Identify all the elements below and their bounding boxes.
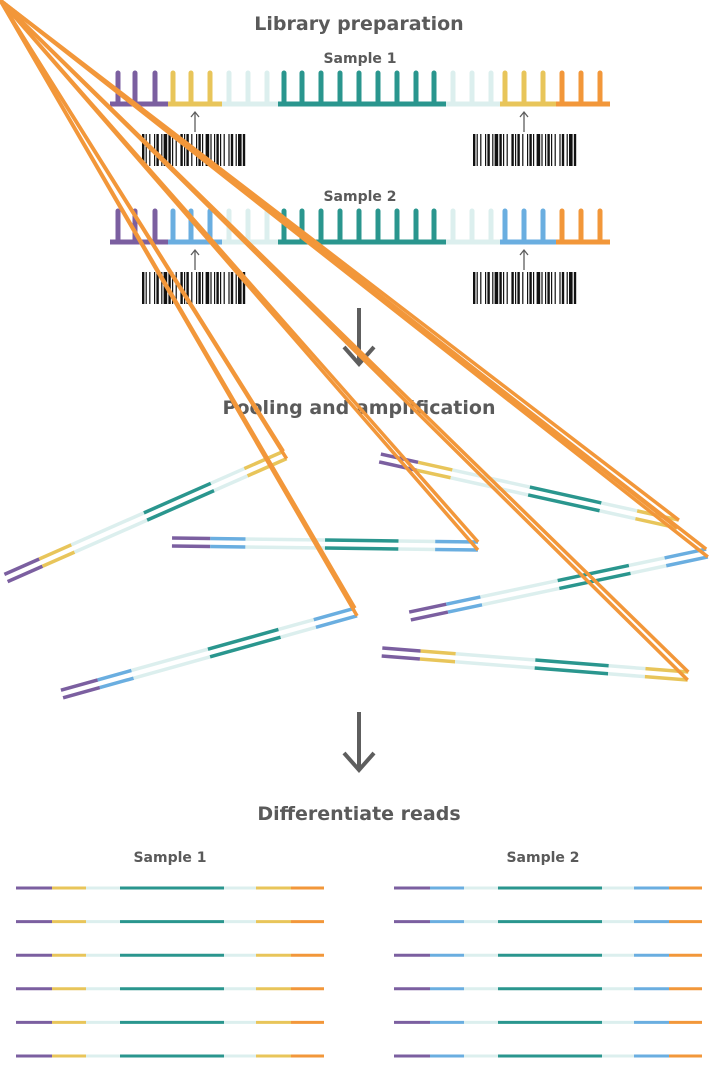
up-arrow-icon — [190, 248, 200, 270]
up-arrow-icon — [190, 110, 200, 132]
adapter-end-segment — [556, 208, 610, 245]
pooled-fragments — [0, 0, 709, 700]
adapter-segment — [110, 70, 168, 107]
index-segment — [168, 70, 222, 107]
down-arrow-icon — [342, 712, 376, 774]
pooled-fragment — [0, 0, 709, 622]
index-segment — [500, 208, 556, 245]
sample1-reads-label: Sample 1 — [133, 850, 206, 866]
pooled-fragment — [0, 0, 359, 700]
adapter-end-segment — [556, 70, 610, 107]
barcode-icon — [142, 272, 246, 304]
sample2-reads — [394, 886, 702, 1058]
sample1-reads — [16, 886, 324, 1058]
title-differentiate-reads: Differentiate reads — [257, 803, 460, 825]
barcode-icon — [473, 272, 577, 304]
pooled-fragment — [0, 0, 289, 584]
spacer-segment — [222, 70, 278, 107]
spacer-segment — [446, 70, 500, 107]
pooled-fragment — [0, 0, 690, 682]
sample1-library-fragment — [110, 70, 610, 107]
sample2-label-top: Sample 2 — [323, 189, 396, 205]
insert-segment — [278, 70, 446, 107]
spacer-segment — [446, 208, 500, 245]
up-arrow-icon — [519, 248, 529, 270]
sample2-library-fragment — [110, 208, 610, 245]
up-arrow-icon — [519, 110, 529, 132]
barcode-icon — [473, 134, 577, 166]
index-pointers — [190, 110, 529, 270]
title-library-preparation: Library preparation — [254, 13, 463, 35]
pooled-fragment — [0, 0, 480, 552]
index-segment — [500, 70, 556, 107]
sample1-label-top: Sample 1 — [323, 51, 396, 67]
sample2-reads-label: Sample 2 — [506, 850, 579, 866]
